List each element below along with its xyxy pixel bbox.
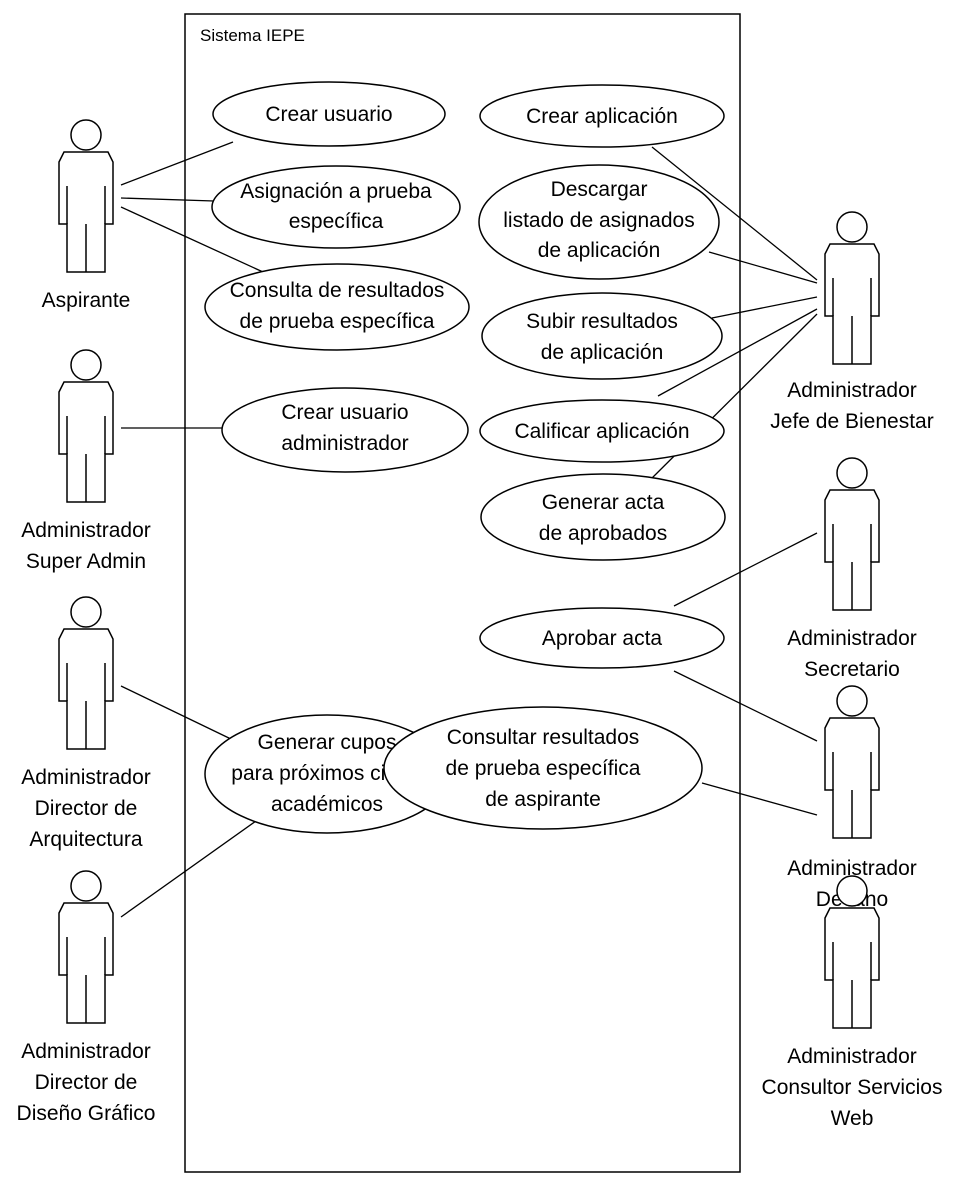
use-case-label: administrador — [281, 432, 408, 455]
use-case-label: Calificar aplicación — [514, 420, 689, 443]
association-jefe-bienestar-calificar-aplicacion — [657, 308, 818, 397]
use-case-label: Aprobar acta — [542, 627, 663, 650]
use-case-label: Generar acta — [542, 491, 665, 514]
use-case-ellipse — [204, 263, 470, 351]
actor-label: Arquitectura — [29, 828, 143, 851]
use-case-label: Consulta de resultados — [230, 279, 445, 302]
association-jefe-bienestar-subir-resultados — [711, 296, 818, 319]
association-jefe-bienestar-generar-acta — [643, 313, 818, 487]
use-case-ellipse — [211, 165, 461, 249]
use-case-consulta-resultados: Consulta de resultados de prueba específi… — [204, 263, 470, 351]
use-case-ellipse — [479, 84, 725, 148]
use-case-ellipse — [221, 387, 469, 473]
actor-icon — [58, 596, 114, 750]
system-title: Sistema IEPE — [200, 26, 305, 45]
actor-label: Director de — [35, 797, 138, 820]
actor-label: Administrador — [787, 1045, 917, 1068]
actor-icon — [824, 457, 880, 611]
actor-label: Aspirante — [42, 289, 131, 312]
use-case-label: para próximos ciclos — [231, 762, 422, 785]
use-case-ellipse — [383, 706, 703, 830]
use-case-aprobar-acta: Aprobar acta — [479, 607, 725, 669]
actor-label: Administrador — [787, 379, 917, 402]
use-case-ellipse — [478, 164, 720, 280]
actor-label: Secretario — [804, 658, 900, 681]
actor-label: Director de — [35, 1071, 138, 1094]
association-secretario-aprobar-acta — [673, 532, 818, 607]
use-case-ellipse — [479, 399, 725, 463]
association-director-arquitectura-generar-cupos — [120, 685, 234, 741]
actor-icon — [58, 870, 114, 1024]
use-case-consultar-resultados-aspirante: Consultar resultados de prueba específica… — [383, 706, 703, 830]
use-case-subir-resultados: Subir resultados de aplicación — [481, 292, 723, 380]
actor-label: Diseño Gráfico — [17, 1102, 156, 1125]
use-case-ellipse — [479, 607, 725, 669]
use-case-label: Crear aplicación — [526, 105, 678, 128]
use-case-crear-usuario: Crear usuario — [212, 81, 446, 147]
association-aspirante-crear-usuario — [120, 141, 234, 186]
actor-label: Jefe de Bienestar — [770, 410, 933, 433]
use-case-label: Asignación a prueba — [240, 180, 432, 203]
actor-label: Super Admin — [26, 550, 146, 573]
association-aspirante-asignacion-prueba — [120, 197, 215, 202]
association-jefe-bienestar-descargar-listado — [708, 251, 818, 284]
use-case-label: de aspirante — [485, 788, 601, 811]
use-case-label: Consultar resultados — [447, 726, 640, 749]
actor-icon — [824, 685, 880, 839]
use-case-label: académicos — [271, 793, 383, 816]
actor-icon — [824, 875, 880, 1029]
use-case-generar-cupos: Generar cupos para próximos ciclos académi… — [204, 714, 450, 834]
use-case-calificar-aplicacion: Calificar aplicación — [479, 399, 725, 463]
use-case-label: Crear usuario — [265, 103, 392, 126]
use-case-ellipse — [212, 81, 446, 147]
actor-aspirante: Aspirante — [42, 119, 131, 312]
use-case-label: de aprobados — [539, 522, 667, 545]
use-case-label: de aplicación — [541, 341, 664, 364]
use-case-label: Subir resultados — [526, 310, 678, 333]
association-aspirante-consulta-resultados — [120, 206, 264, 273]
actor-decano: AdministradorDecano — [787, 685, 917, 911]
use-case-descargar-listado: Descargar listado de asignados de aplicaci… — [478, 164, 720, 280]
actor-label: Administrador — [21, 1040, 151, 1063]
use-case-generar-acta: Generar acta de aprobados — [480, 473, 726, 561]
actor-label: Consultor Servicios — [762, 1076, 943, 1099]
association-director-diseno-generar-cupos — [120, 815, 264, 918]
use-case-ellipse — [480, 473, 726, 561]
system-boundary — [184, 13, 741, 1173]
use-case-label: de aplicación — [538, 239, 661, 262]
actor-label: Administrador — [21, 519, 151, 542]
use-case-label: Descargar — [551, 178, 648, 201]
use-case-label: de prueba específica — [240, 310, 435, 333]
use-case-label: Generar cupos — [258, 731, 397, 754]
use-case-label: de prueba específica — [446, 757, 641, 780]
use-case-asignacion-prueba: Asignación a prueba específica — [211, 165, 461, 249]
actor-label: Administrador — [21, 766, 151, 789]
use-case-ellipse — [481, 292, 723, 380]
actor-icon — [824, 211, 880, 365]
use-case-crear-usuario-admin: Crear usuario administrador — [221, 387, 469, 473]
actor-label: Administrador — [787, 627, 917, 650]
use-case-label: específica — [289, 210, 384, 233]
actor-label: Administrador — [787, 857, 917, 880]
association-jefe-bienestar-crear-aplicacion — [651, 146, 818, 281]
actor-label: Web — [831, 1107, 874, 1130]
use-case-crear-aplicacion: Crear aplicación — [479, 84, 725, 148]
use-case-label: Crear usuario — [281, 401, 408, 424]
association-decano-aprobar-acta — [673, 670, 818, 742]
use-case-label: listado de asignados — [503, 209, 694, 232]
actor-icon — [58, 119, 114, 273]
actor-icon — [58, 349, 114, 503]
association-consultor-consultar-resultados-aspirante — [701, 782, 818, 816]
